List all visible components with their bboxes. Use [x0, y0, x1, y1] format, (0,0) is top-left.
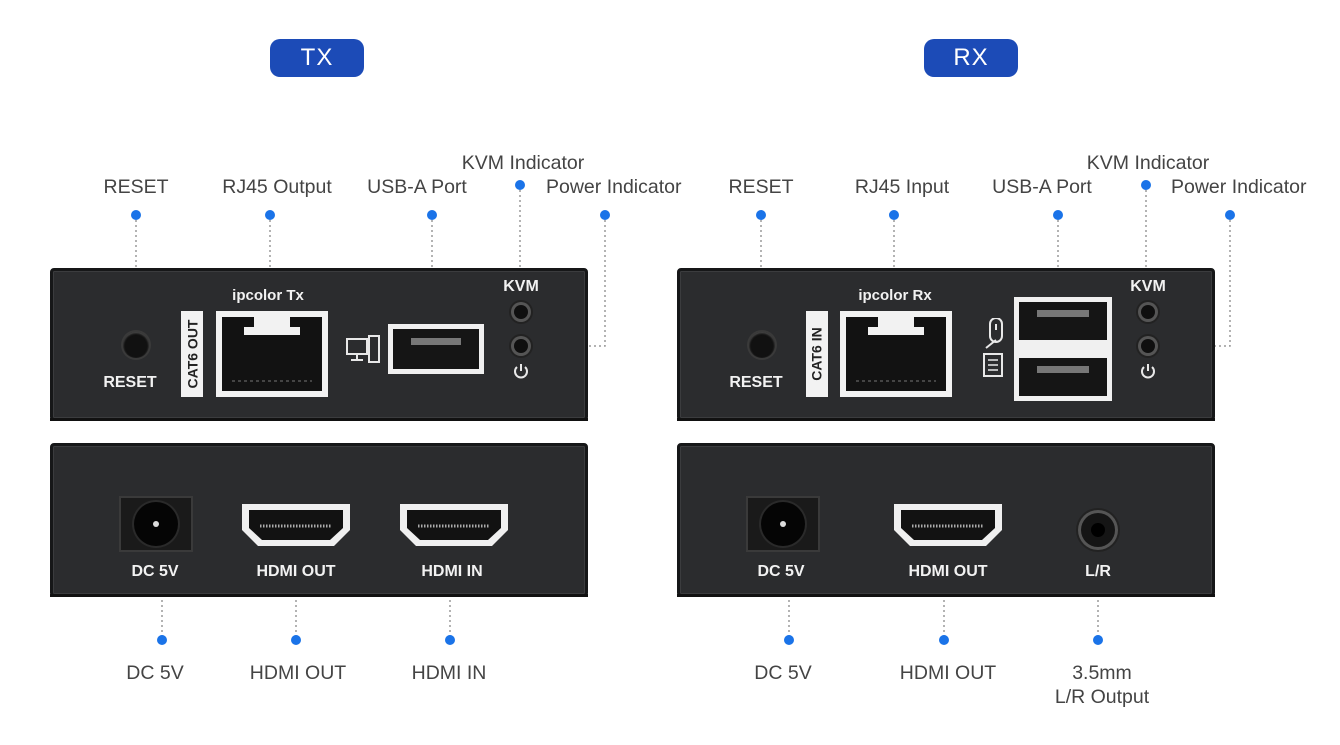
- keyboard-mouse-icon: [983, 318, 1003, 377]
- power-icon: [1141, 364, 1155, 379]
- rx-dot-power: [1225, 210, 1235, 220]
- rx-kvm-led: [1141, 305, 1155, 319]
- tx-callout-kvm: KVM Indicator: [461, 152, 585, 174]
- rx-callout-hdmi-out: HDMI OUT: [899, 662, 997, 684]
- tx-kvm-label: KVM: [503, 278, 539, 295]
- rx-callout-audio-line1: 3.5mm: [1072, 662, 1132, 684]
- tx-dc-jack[interactable]: [119, 496, 193, 552]
- rx-power-led: [1141, 339, 1155, 353]
- rx-brand: ipcolor Rx: [858, 287, 932, 304]
- tx-dot-dc: [157, 635, 167, 645]
- rx-dot-audio: [1093, 635, 1103, 645]
- tx-hdmi-in-port[interactable]: [398, 502, 510, 548]
- rx-reset-button[interactable]: [749, 332, 775, 358]
- rx-callout-reset: RESET: [728, 176, 794, 198]
- tx-dot-power: [600, 210, 610, 220]
- tx-power-led: [514, 339, 528, 353]
- tx-rj45-port[interactable]: [216, 311, 328, 397]
- rx-dot-kvm: [1141, 180, 1151, 190]
- rx-rj45-port[interactable]: [840, 311, 952, 397]
- rx-hdmi-out-label: HDMI OUT: [908, 563, 988, 580]
- tx-hdmi-out-label: HDMI OUT: [256, 563, 336, 580]
- tx-kvm-led: [514, 305, 528, 319]
- tx-hdmi-in-label: HDMI IN: [421, 563, 483, 580]
- tx-callout-power: Power Indicator: [546, 176, 682, 198]
- tx-callout-hdmi-in: HDMI IN: [411, 662, 487, 684]
- tx-dot-hdmi-out: [291, 635, 301, 645]
- tx-usb-a-port[interactable]: [388, 324, 484, 374]
- computer-icon: [346, 335, 380, 363]
- rx-dc-label: DC 5V: [757, 563, 805, 580]
- tx-dc-label: DC 5V: [131, 563, 179, 580]
- rx-callout-audio-line2: L/R Output: [1054, 686, 1150, 708]
- tx-dot-usb: [427, 210, 437, 220]
- tx-dot-kvm: [515, 180, 525, 190]
- tx-dot-reset: [131, 210, 141, 220]
- tx-callout-hdmi-out: HDMI OUT: [249, 662, 347, 684]
- rx-dot-usb: [1053, 210, 1063, 220]
- tx-callout-rj45: RJ45 Output: [222, 176, 332, 198]
- tx-dot-hdmi-in: [445, 635, 455, 645]
- tx-reset-button[interactable]: [123, 332, 149, 358]
- rx-callout-kvm: KVM Indicator: [1086, 152, 1210, 174]
- tx-badge: TX: [270, 39, 364, 77]
- rx-kvm-label: KVM: [1130, 278, 1166, 295]
- rx-reset-label: RESET: [729, 374, 783, 391]
- tx-callout-usb: USB-A Port: [367, 176, 467, 198]
- rx-dot-rj45: [889, 210, 899, 220]
- tx-cat6-label: CAT6 OUT: [181, 311, 203, 397]
- rx-dot-reset: [756, 210, 766, 220]
- tx-hdmi-out-port[interactable]: [240, 502, 352, 548]
- rx-audio-jack[interactable]: [1081, 513, 1115, 547]
- tx-dot-rj45: [265, 210, 275, 220]
- tx-reset-label: RESET: [103, 374, 157, 391]
- rx-dot-hdmi-out: [939, 635, 949, 645]
- rx-dot-dc: [784, 635, 794, 645]
- rx-callout-dc: DC 5V: [754, 662, 812, 684]
- rx-usb-a-ports[interactable]: [1014, 297, 1112, 401]
- tx-brand: ipcolor Tx: [232, 287, 304, 304]
- tx-callout-dc: DC 5V: [126, 662, 184, 684]
- power-icon: [514, 364, 528, 379]
- rx-callout-usb: USB-A Port: [992, 176, 1092, 198]
- rx-audio-label: L/R: [1085, 563, 1111, 580]
- rx-callout-rj45: RJ45 Input: [854, 176, 950, 198]
- rx-dc-jack[interactable]: [746, 496, 820, 552]
- tx-callout-reset: RESET: [103, 176, 169, 198]
- rx-badge: RX: [924, 39, 1018, 77]
- rx-hdmi-out-port[interactable]: [892, 502, 1004, 548]
- rx-cat6-label: CAT6 IN: [806, 311, 828, 397]
- rx-callout-power: Power Indicator: [1171, 176, 1307, 198]
